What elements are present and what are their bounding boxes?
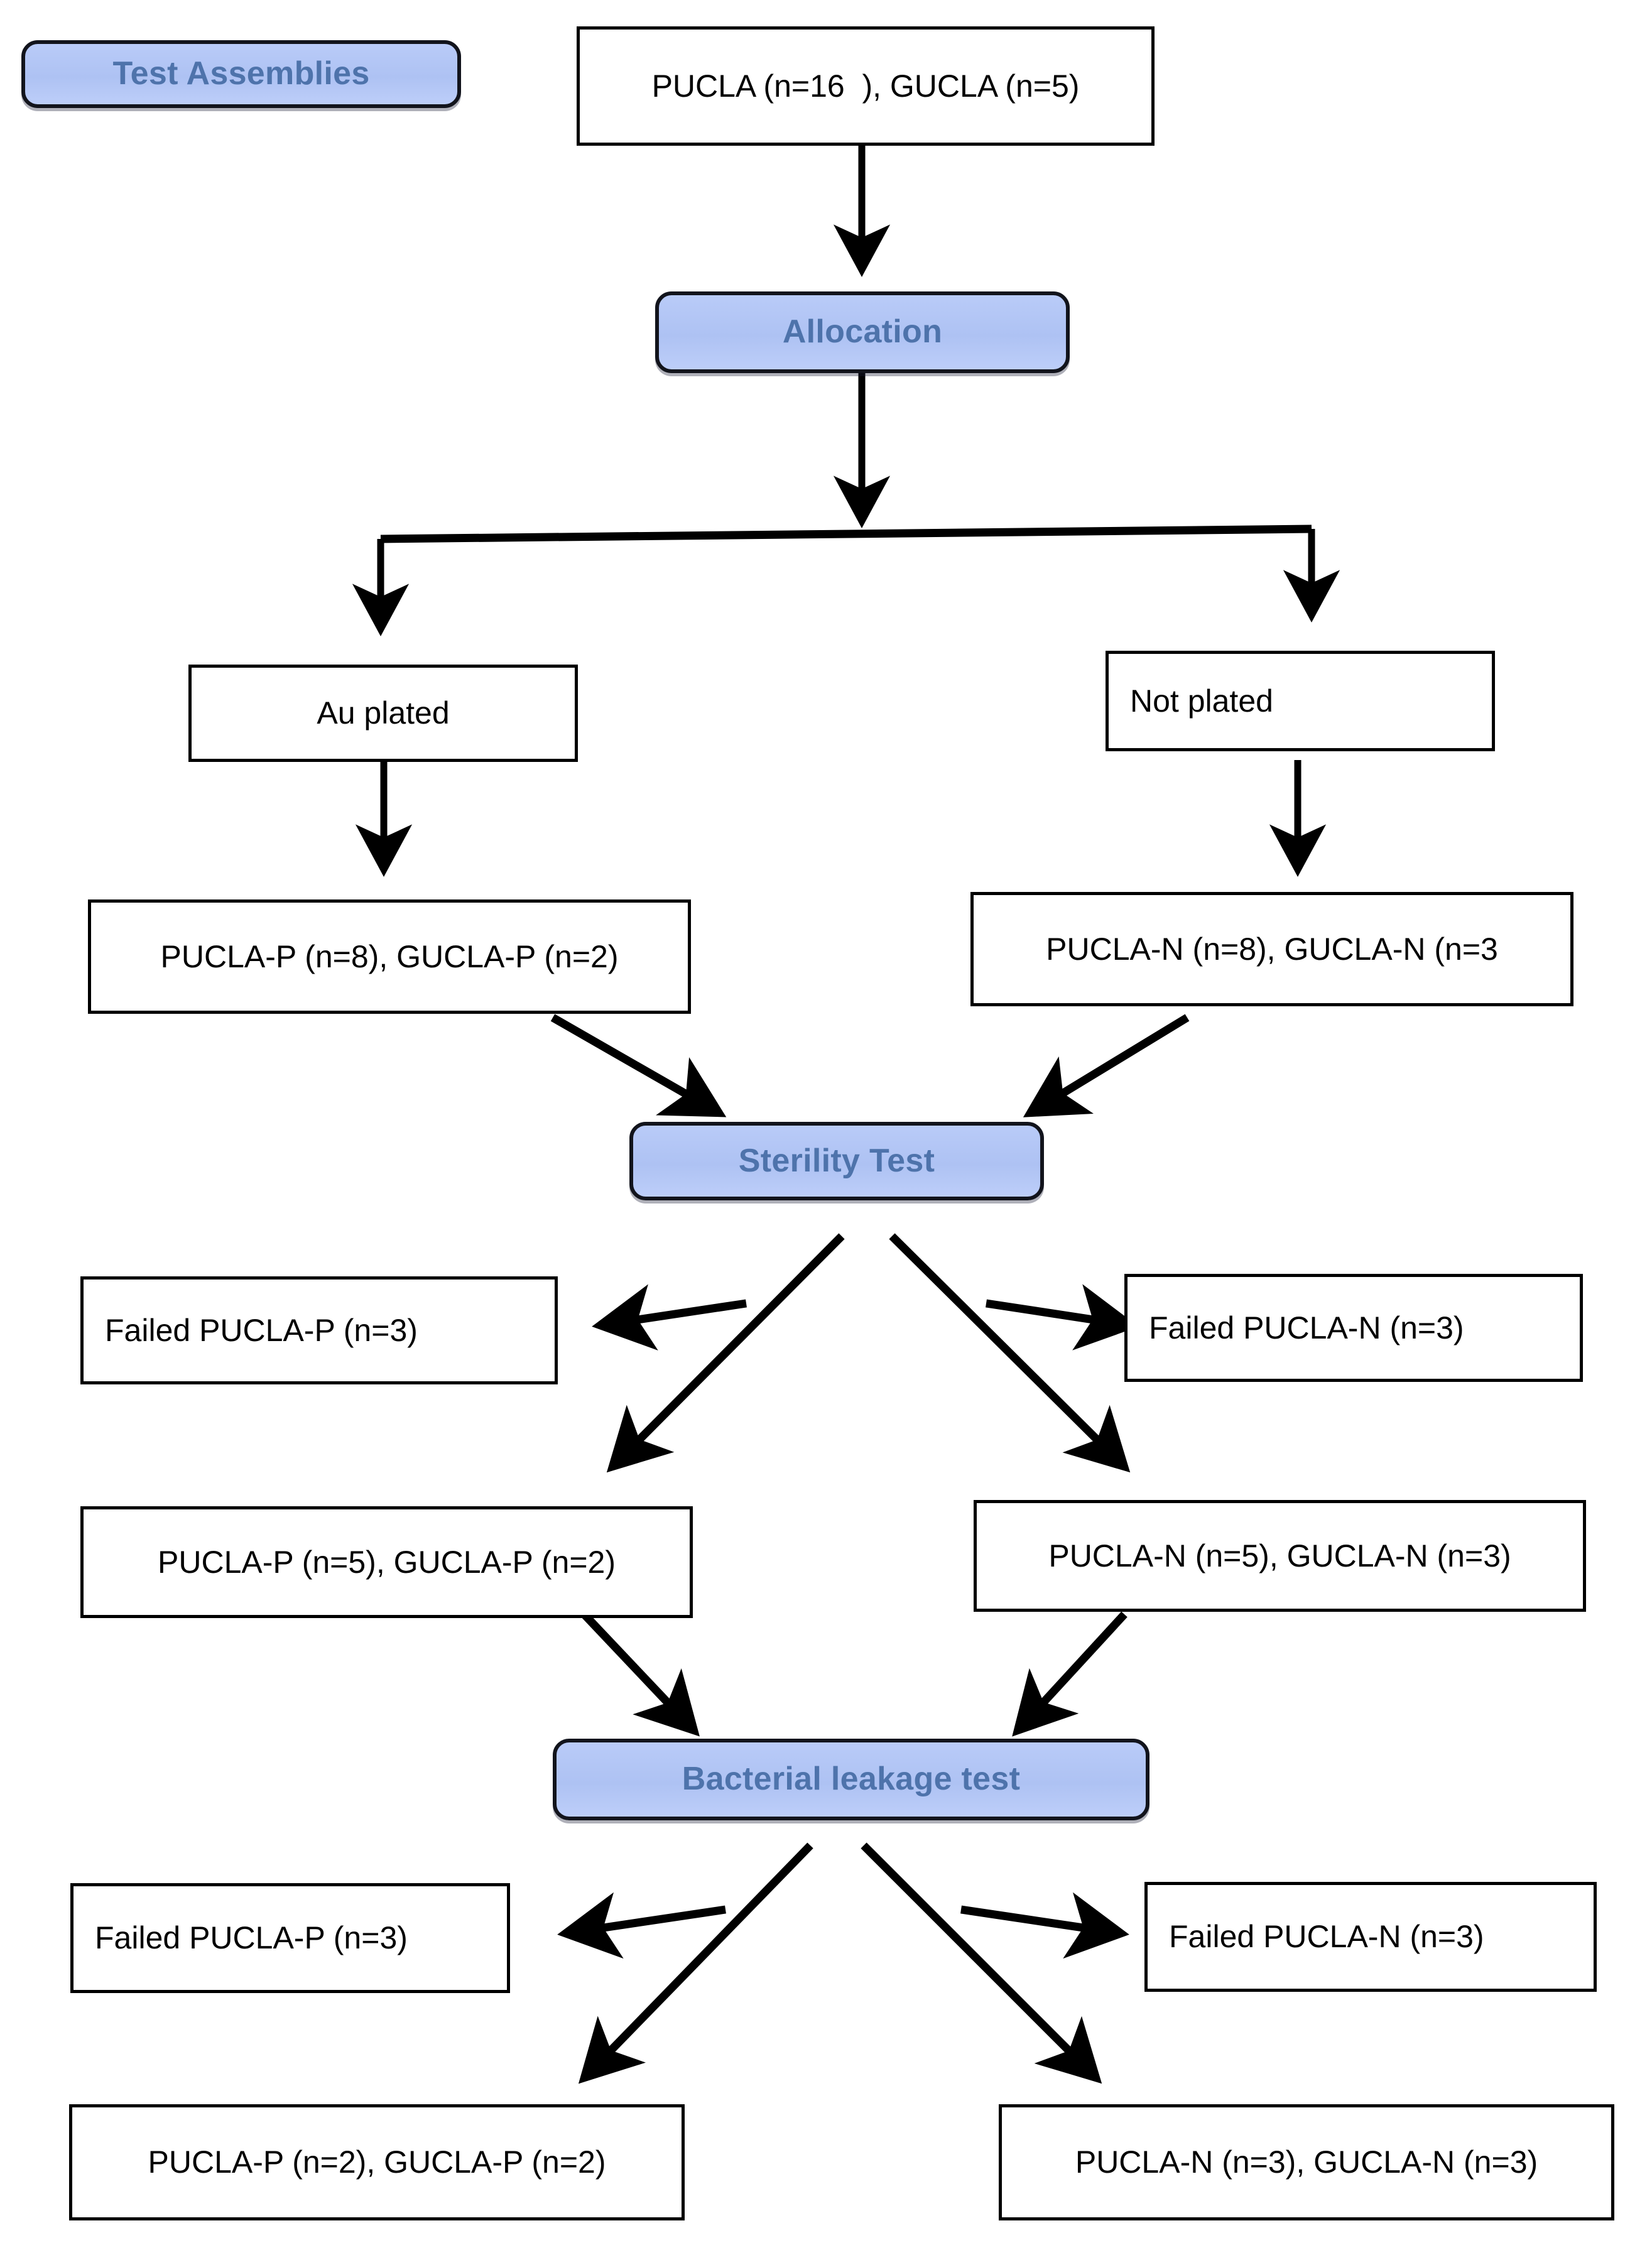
connector-pass-n-to-bacterial xyxy=(1012,1611,1128,1737)
connector-bacterial-to-final-p xyxy=(578,1842,813,2084)
connector-sterility-to-pass-n xyxy=(889,1233,1131,1473)
stage-label-sterility-test-text: Sterility Test xyxy=(738,1142,935,1179)
connector-sterility-to-pass-p xyxy=(606,1233,845,1473)
node-sterility-pass-p-text: PUCLA-P (n=5), GUCLA-P (n=2) xyxy=(158,1544,616,1580)
node-branch-not-plated-text: Not plated xyxy=(1130,683,1273,719)
node-sterility-failed-n: Failed PUCLA-N (n=3) xyxy=(1124,1274,1583,1382)
node-bacterial-pass-p: PUCLA-P (n=2), GUCLA-P (n=2) xyxy=(69,2104,685,2220)
connector-sterility-to-failed-n xyxy=(986,1284,1139,1350)
node-bacterial-failed-n-text: Failed PUCLA-N (n=3) xyxy=(1169,1919,1484,1954)
node-bacterial-failed-p-text: Failed PUCLA-P (n=3) xyxy=(95,1920,408,1955)
node-allocated-group-p: PUCLA-P (n=8), GUCLA-P (n=2) xyxy=(88,899,691,1014)
node-bacterial-pass-n-text: PUCLA-N (n=3), GUCLA-N (n=3) xyxy=(1075,2144,1538,2180)
node-bacterial-pass-p-text: PUCLA-P (n=2), GUCLA-P (n=2) xyxy=(148,2144,606,2180)
node-allocated-group-n: PUCLA-N (n=8), GUCLA-N (n=3 xyxy=(970,892,1573,1006)
stage-label-test-assemblies-text: Test Assemblies xyxy=(112,55,370,92)
node-branch-not-plated: Not plated xyxy=(1106,651,1495,751)
connector-group-p-to-sterility xyxy=(550,1014,727,1117)
node-bacterial-pass-n: PUCLA-N (n=3), GUCLA-N (n=3) xyxy=(999,2104,1614,2220)
node-sterility-pass-p: PUCLA-P (n=5), GUCLA-P (n=2) xyxy=(80,1506,693,1618)
node-start-population: PUCLA (n=16 ), GUCLA (n=5) xyxy=(577,26,1155,146)
stage-label-allocation-text: Allocation xyxy=(782,313,943,350)
node-sterility-failed-p-text: Failed PUCLA-P (n=3) xyxy=(105,1312,418,1348)
stage-label-bacterial-leakage-test-text: Bacterial leakage test xyxy=(682,1761,1021,1798)
connector-bacterial-to-final-n xyxy=(861,1842,1102,2084)
node-sterility-pass-n: PUCLA-N (n=5), GUCLA-N (n=3) xyxy=(974,1500,1586,1612)
node-start-population-text: PUCLA (n=16 ), GUCLA (n=5) xyxy=(651,68,1080,104)
connector-split-bus xyxy=(380,524,1312,543)
node-sterility-pass-n-text: PUCLA-N (n=5), GUCLA-N (n=3) xyxy=(1048,1538,1511,1573)
node-sterility-failed-n-text: Failed PUCLA-N (n=3) xyxy=(1149,1310,1464,1345)
node-branch-au-plated-text: Au plated xyxy=(317,695,450,731)
stage-label-bacterial-leakage-test: Bacterial leakage test xyxy=(553,1739,1149,1820)
stage-label-sterility-test: Sterility Test xyxy=(629,1122,1044,1200)
node-allocated-group-n-text: PUCLA-N (n=8), GUCLA-N (n=3 xyxy=(1046,931,1498,967)
node-allocated-group-p-text: PUCLA-P (n=8), GUCLA-P (n=2) xyxy=(160,938,619,974)
node-bacterial-failed-p: Failed PUCLA-P (n=3) xyxy=(70,1883,510,1993)
node-bacterial-failed-n: Failed PUCLA-N (n=3) xyxy=(1144,1882,1597,1992)
node-sterility-failed-p: Failed PUCLA-P (n=3) xyxy=(80,1276,558,1384)
stage-label-test-assemblies: Test Assemblies xyxy=(21,40,461,108)
connector-sterility-to-failed-p xyxy=(592,1284,747,1350)
connector-pass-p-to-bacterial xyxy=(581,1611,700,1737)
connector-bacterial-to-failed-n xyxy=(960,1892,1129,1959)
stage-label-allocation: Allocation xyxy=(655,291,1070,373)
connector-group-n-to-sterility xyxy=(1023,1014,1190,1117)
connector-bacterial-to-failed-p xyxy=(557,1892,726,1959)
node-branch-au-plated: Au plated xyxy=(188,665,578,762)
